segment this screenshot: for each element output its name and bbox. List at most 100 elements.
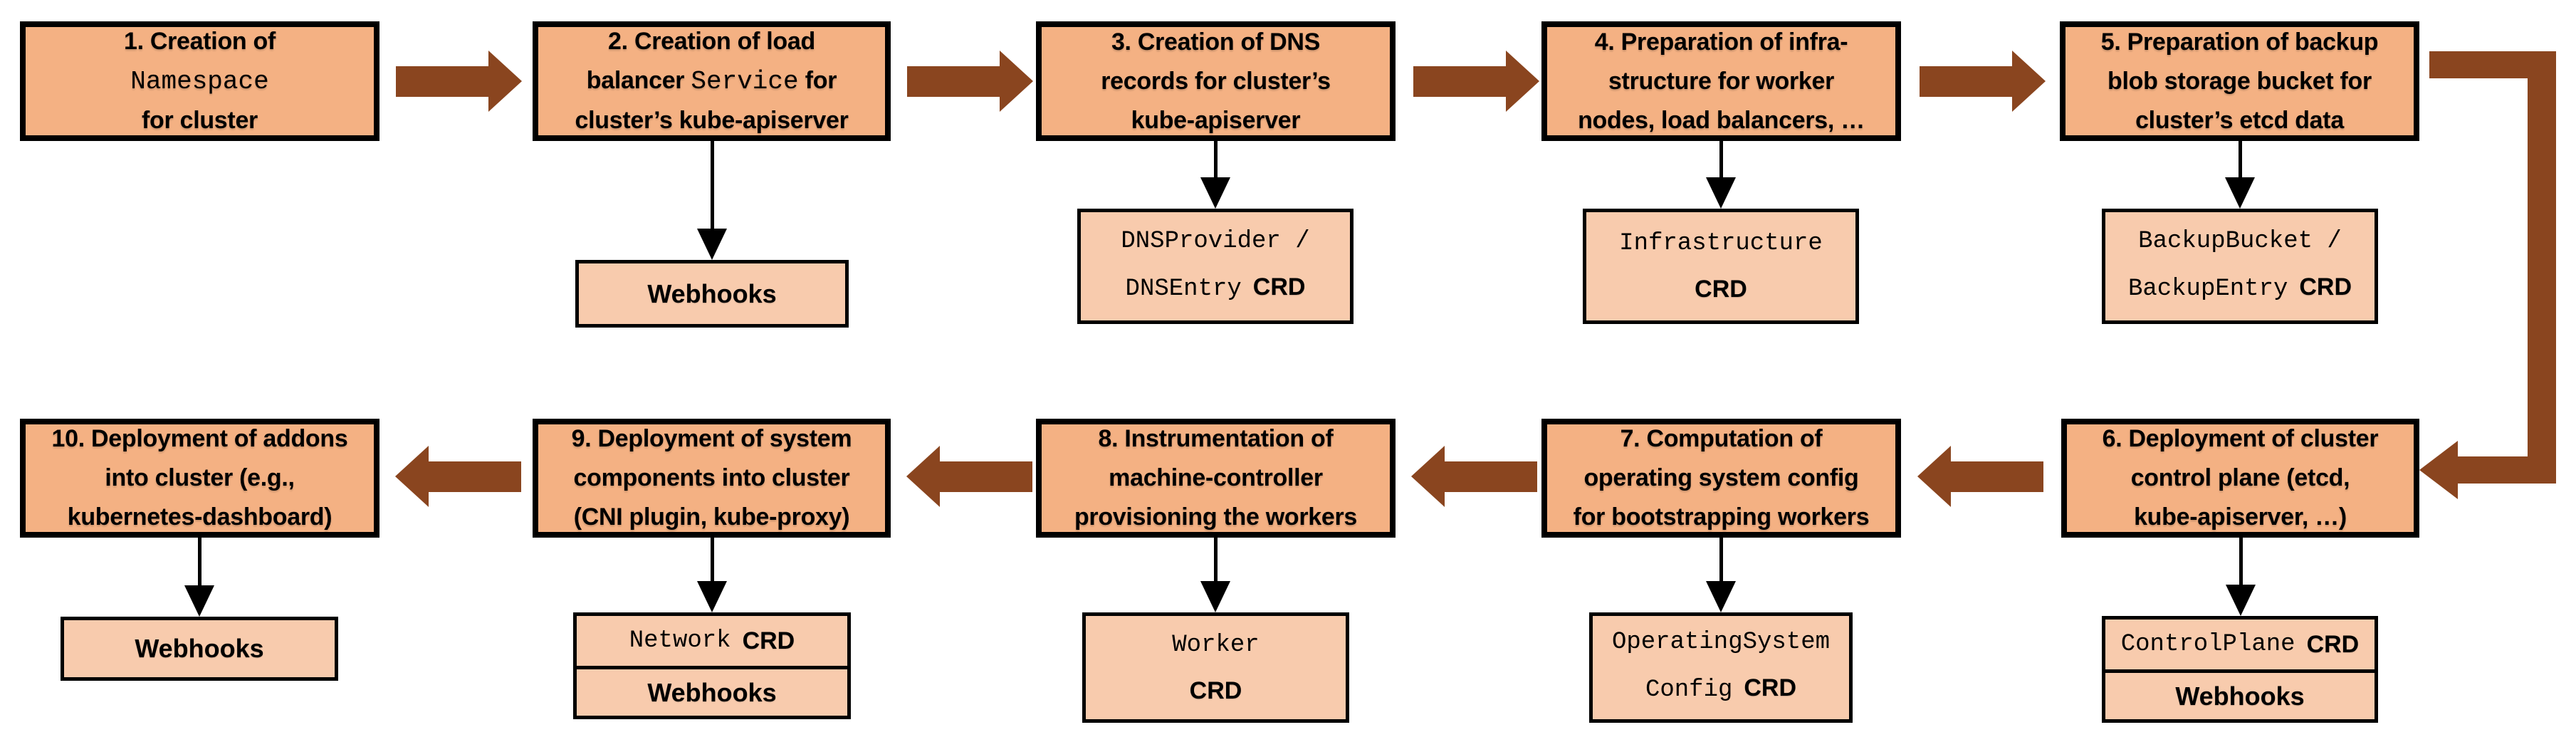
connector-line bbox=[1213, 141, 1218, 179]
step-1-line-3: for cluster bbox=[142, 107, 258, 134]
webhooks-box-step2: Webhooks bbox=[575, 260, 849, 328]
step-2-line-2-post: for bbox=[798, 67, 837, 94]
arrow-head bbox=[1000, 51, 1033, 112]
arrow-bar bbox=[1949, 461, 2043, 492]
arrow-bar bbox=[1920, 66, 2014, 97]
connector-line bbox=[710, 141, 714, 230]
arrow-head bbox=[2012, 51, 2046, 112]
crd-row-step6: ControlPlane CRD bbox=[2105, 620, 2375, 669]
connector-step2-webhooks-icon bbox=[696, 141, 728, 260]
step-box-4: 4. Preparation of infra- structure for w… bbox=[1541, 21, 1901, 141]
step-2-line-3: cluster’s kube-apiserver bbox=[575, 107, 849, 134]
flow-arrow-2-3-icon bbox=[907, 51, 1033, 112]
crd-step8-label: CRD bbox=[1189, 676, 1242, 704]
arrow-bar bbox=[427, 461, 521, 492]
connector-line bbox=[2238, 141, 2242, 179]
webhooks-label: Webhooks bbox=[647, 677, 777, 707]
step-2-code: Service bbox=[691, 67, 799, 96]
crd-step6-code: ControlPlane bbox=[2120, 631, 2295, 658]
step-2-line-2: balancer Service for bbox=[587, 61, 837, 101]
crd-step5-label: CRD bbox=[2299, 273, 2352, 301]
connector-line bbox=[1719, 141, 1723, 179]
step-box-8: 8. Instrumentation of machine-controller… bbox=[1036, 419, 1396, 538]
connector-step4-crd-icon bbox=[1705, 141, 1737, 209]
step-4-line-3: nodes, load balancers, … bbox=[1578, 106, 1865, 134]
step-box-1: 1. Creation of Namespace for cluster bbox=[20, 21, 379, 141]
connector-head bbox=[2226, 585, 2256, 616]
step-5-line-3: cluster’s etcd data bbox=[2135, 106, 2344, 134]
crd-row-step9: Network CRD bbox=[577, 616, 847, 666]
step-5-line-2: blob storage bucket for bbox=[2108, 67, 2372, 95]
arrow-head bbox=[488, 51, 522, 112]
crd-box-step3: DNSProvider / DNSEntry CRD bbox=[1077, 209, 1354, 324]
step-1-line-2: Namespace bbox=[130, 61, 268, 101]
crd-step7-line-1: OperatingSystem bbox=[1611, 629, 1831, 656]
arrow-bar bbox=[907, 66, 1001, 97]
arrow-bar bbox=[1443, 461, 1537, 492]
step-box-2: 2. Creation of load balancer Service for… bbox=[533, 21, 891, 141]
crd-step7-code: Config bbox=[1645, 676, 1733, 704]
crd-step5-line-1: BackupBucket / bbox=[2138, 227, 2342, 255]
webhooks-label: Webhooks bbox=[2175, 681, 2305, 711]
crd-step9-label: CRD bbox=[742, 627, 795, 654]
step-7-line-2: operating system config bbox=[1583, 464, 1859, 491]
connector-head bbox=[184, 585, 214, 617]
crd-step3-line-1: DNSProvider / bbox=[1121, 227, 1310, 255]
flow-arrow-7-8-icon bbox=[1411, 446, 1537, 507]
webhooks-row-step6: Webhooks bbox=[2105, 669, 2375, 719]
step-5-line-1: 5. Preparation of backup bbox=[2100, 28, 2379, 56]
connector-line bbox=[710, 538, 714, 582]
flow-arrow-6-7-icon bbox=[1917, 446, 2043, 507]
step-10-line-2: into cluster (e.g., bbox=[105, 464, 295, 491]
crd-step7-label: CRD bbox=[1744, 674, 1797, 701]
arrow-head bbox=[906, 446, 940, 507]
crd-step3-code: DNSEntry bbox=[1125, 275, 1242, 303]
step-9-line-2: components into cluster bbox=[573, 464, 850, 491]
connector-head bbox=[697, 229, 727, 260]
crd-step9-code: Network bbox=[629, 627, 731, 654]
step-9-line-1: 9. Deployment of system bbox=[571, 425, 852, 452]
step-box-7: 7. Computation of operating system confi… bbox=[1541, 419, 1901, 538]
step-box-10: 10. Deployment of addons into cluster (e… bbox=[20, 419, 379, 538]
crd-step5-code: BackupEntry bbox=[2127, 275, 2288, 303]
step-3-line-3: kube-apiserver bbox=[1131, 106, 1301, 134]
crd-step3-label: CRD bbox=[1252, 273, 1306, 301]
step-4-line-2: structure for worker bbox=[1608, 67, 1835, 95]
crd-step8-line-1: Worker bbox=[1172, 631, 1260, 659]
connector-head bbox=[1706, 581, 1736, 612]
step-3-line-1: 3. Creation of DNS bbox=[1111, 28, 1321, 56]
crd-step5-line-2: BackupEntry CRD bbox=[2128, 264, 2352, 315]
connector-step10-webhooks-icon bbox=[184, 538, 215, 617]
connector-step3-crd-icon bbox=[1200, 141, 1231, 209]
connector-head bbox=[1706, 177, 1736, 209]
connector-line bbox=[2239, 538, 2243, 586]
connector-step8-crd-icon bbox=[1200, 538, 1231, 612]
step-10-line-3: kubernetes-dashboard) bbox=[67, 503, 333, 531]
arrow-head bbox=[1917, 446, 1951, 507]
arrow-head bbox=[1411, 446, 1445, 507]
arrow-head bbox=[395, 446, 429, 507]
step-1-line-1: 1. Creation of bbox=[123, 28, 276, 55]
connector-line bbox=[197, 538, 201, 587]
flow-arrow-9-10-icon bbox=[395, 446, 521, 507]
step-6-line-2: control plane (etcd, bbox=[2130, 464, 2350, 491]
step-1-code: Namespace bbox=[130, 67, 269, 96]
step-7-line-3: for bootstrapping workers bbox=[1573, 503, 1870, 531]
webhooks-label: Webhooks bbox=[647, 278, 777, 308]
step-9-line-3: (CNI plugin, kube-proxy) bbox=[573, 503, 850, 531]
webhooks-box-step10: Webhooks bbox=[61, 617, 338, 681]
step-7-line-1: 7. Computation of bbox=[1620, 425, 1823, 452]
flow-arrow-8-9-icon bbox=[906, 446, 1032, 507]
connector-step7-crd-icon bbox=[1705, 538, 1737, 612]
step-2-line-1: 2. Creation of load bbox=[608, 28, 815, 55]
arrow-bar bbox=[938, 461, 1032, 492]
flow-arrow-1-2-icon bbox=[396, 51, 522, 112]
arrow-bar bbox=[396, 66, 490, 97]
crd-step6-label: CRD bbox=[2306, 630, 2360, 658]
arrow-bar bbox=[1413, 66, 1507, 97]
connector-line bbox=[1719, 538, 1723, 582]
connector-head bbox=[697, 581, 727, 612]
connector-head bbox=[1200, 581, 1230, 612]
elbow-arrow-bottom-bar-icon bbox=[2454, 456, 2556, 484]
